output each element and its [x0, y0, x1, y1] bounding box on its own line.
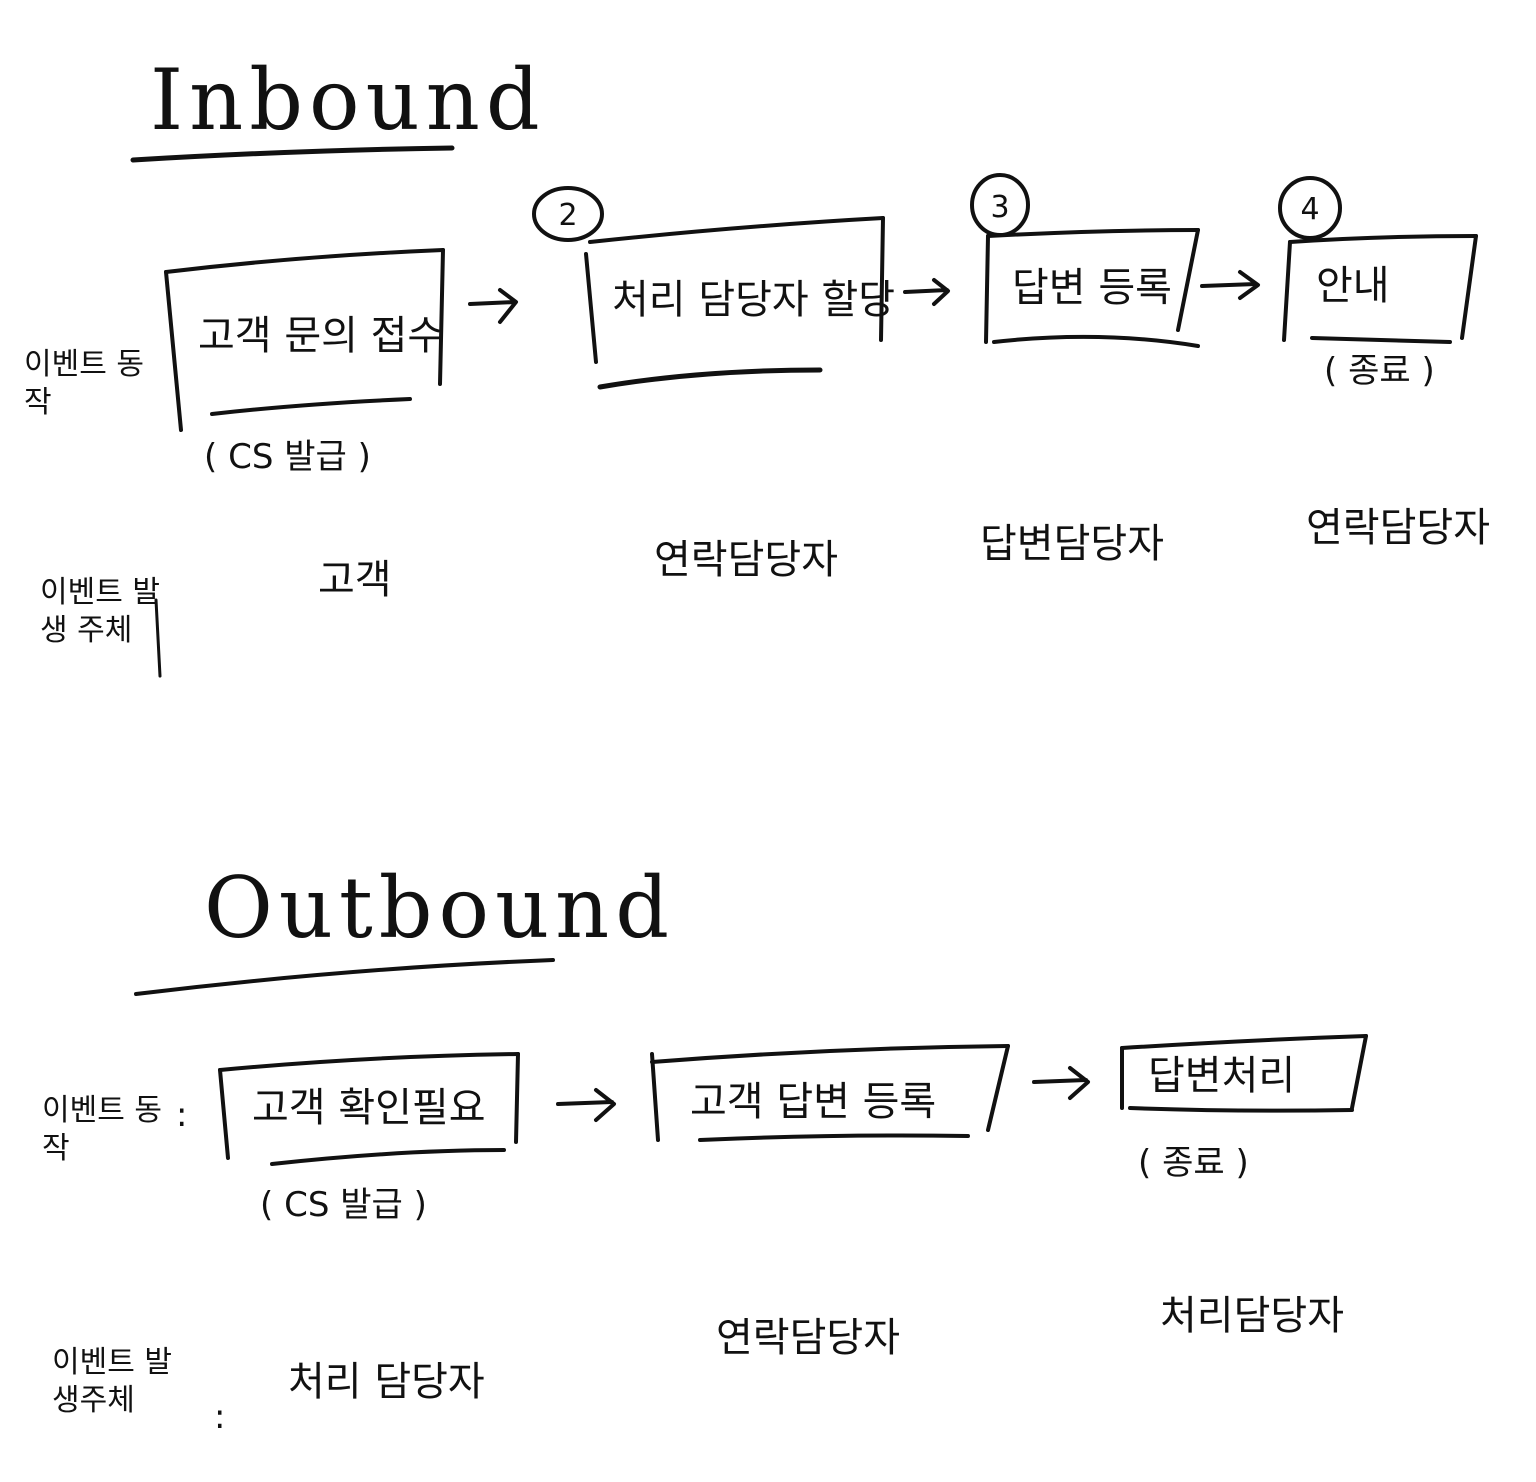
- outbound-step-3-note: ( 종료 ): [1138, 1143, 1249, 1183]
- inbound-step-3-number: 3: [990, 190, 1010, 225]
- outbound-box-1-frame: [218, 1052, 520, 1166]
- inbound-row-label-action: 이벤트 동작: [24, 347, 144, 420]
- inbound-box-3-frame: [970, 173, 1200, 348]
- outbound-row-label-action: 이벤트 동작: [42, 1093, 162, 1166]
- inbound-step-1-note: ( CS 발급 ): [204, 437, 371, 477]
- outbound-row-label-actor: 이벤트 발생주체: [52, 1345, 172, 1418]
- inbound-step-4-number: 4: [1300, 192, 1320, 227]
- inbound-box-1-frame: [164, 248, 445, 432]
- inbound-step-1-actor: 고객: [318, 557, 392, 603]
- inbound-step-1-label: 고객 문의 접수: [198, 313, 445, 359]
- outbound-box-2-frame: [650, 1044, 1010, 1142]
- inbound-step-4-actor: 연락담당자: [1306, 505, 1490, 551]
- outbound-title-underline: [134, 958, 555, 996]
- outbound-box-3-frame: [1120, 1034, 1368, 1113]
- outbound-arrow-2: [1032, 1066, 1090, 1100]
- outbound-row-actor-separator: :: [214, 1397, 226, 1437]
- outbound-step-1-note: ( CS 발급 ): [260, 1185, 427, 1225]
- inbound-title: Inbound: [150, 51, 546, 149]
- outbound-step-2-actor: 연락담당자: [716, 1315, 900, 1361]
- outbound-step-1-label: 고객 확인필요: [252, 1085, 486, 1131]
- outbound-step-1-actor: 처리 담당자: [288, 1359, 485, 1405]
- inbound-step-2-actor: 연락담당자: [654, 537, 838, 583]
- inbound-step-4-note: ( 종료 ): [1324, 351, 1435, 391]
- inbound-box-2-frame: [532, 186, 885, 390]
- outbound-title: Outbound: [204, 859, 676, 957]
- inbound-box-4-frame: [1278, 176, 1478, 344]
- outbound-arrow-1: [556, 1088, 616, 1122]
- inbound-row-label-actor: 이벤트 발생 주체: [40, 575, 160, 648]
- outbound-step-2-label: 고객 답변 등록: [690, 1079, 937, 1125]
- inbound-arrow-1: [468, 288, 518, 324]
- inbound-step-2-label: 처리 담당자 할당: [612, 277, 896, 323]
- inbound-arrow-3: [1200, 270, 1260, 300]
- inbound-title-underline: [130, 145, 455, 163]
- inbound-arrow-2: [903, 278, 950, 306]
- outbound-step-3-actor: 처리담당자: [1160, 1293, 1344, 1339]
- outbound-row-action-separator: :: [176, 1095, 188, 1135]
- inbound-step-3-actor: 답변담당자: [980, 521, 1164, 567]
- inbound-step-4-label: 안내: [1316, 263, 1390, 309]
- outbound-step-3-label: 답변처리: [1148, 1053, 1296, 1099]
- inbound-step-2-number: 2: [558, 198, 578, 233]
- inbound-step-3-label: 답변 등록: [1012, 265, 1172, 311]
